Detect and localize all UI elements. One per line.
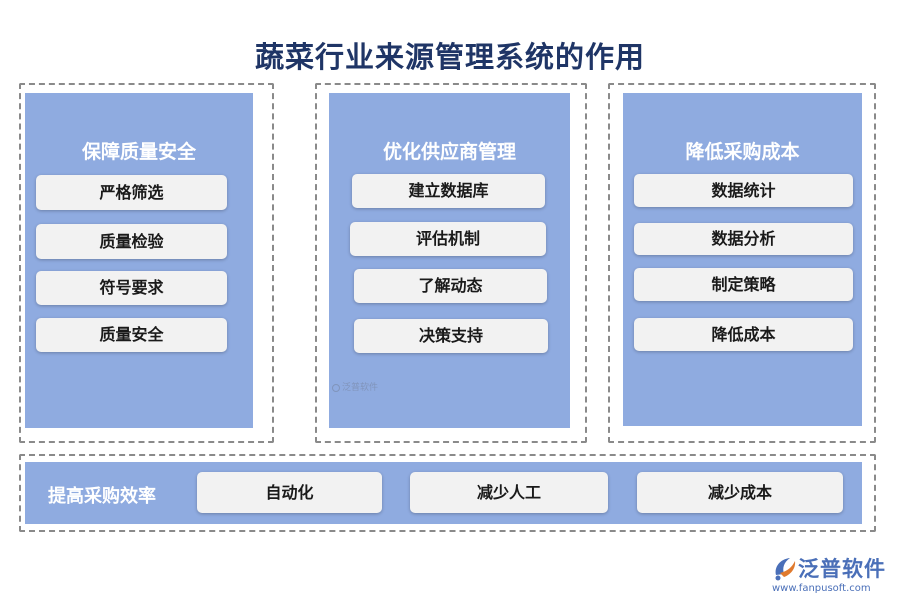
bottom-item-1[interactable]: 自动化 <box>197 472 382 513</box>
section-2-item-4[interactable]: 决策支持 <box>354 319 548 353</box>
section-1-item-4[interactable]: 质量安全 <box>36 318 227 352</box>
section-3-title: 降低采购成本 <box>685 141 800 163</box>
logo-url: www.fanpusoft.com <box>772 583 871 594</box>
section-2-item-2[interactable]: 评估机制 <box>350 222 546 256</box>
section-3-item-3[interactable]: 制定策略 <box>634 268 853 301</box>
section-3-item-4[interactable]: 降低成本 <box>634 318 853 351</box>
bottom-item-2[interactable]: 减少人工 <box>410 472 608 513</box>
section-2-item-3[interactable]: 了解动态 <box>354 269 547 303</box>
section-2-title: 优化供应商管理 <box>382 141 516 163</box>
page-title: 蔬菜行业来源管理系统的作用 <box>254 40 645 74</box>
watermark: 泛普软件 <box>332 380 378 393</box>
watermark-text: 泛普软件 <box>342 383 379 393</box>
watermark-icon <box>332 383 340 392</box>
section-2-frame <box>315 83 587 443</box>
bottom-frame <box>19 454 876 532</box>
section-1-frame <box>19 83 274 443</box>
section-1-panel: 保障质量安全 <box>25 93 253 428</box>
logo-name: 泛普软件 <box>798 557 886 581</box>
section-1-item-3[interactable]: 符号要求 <box>36 271 227 305</box>
section-1-item-1[interactable]: 严格筛选 <box>36 175 227 210</box>
section-3-item-2[interactable]: 数据分析 <box>634 223 853 255</box>
section-1-item-2[interactable]: 质量检验 <box>36 224 227 259</box>
brand-logo: 泛普软件 www.fanpusoft.com <box>770 553 895 597</box>
section-3-panel: 降低采购成本 <box>623 93 862 426</box>
section-3-item-1[interactable]: 数据统计 <box>634 174 853 207</box>
section-2-item-1[interactable]: 建立数据库 <box>352 174 545 208</box>
bottom-title: 提高采购效率 <box>48 486 156 507</box>
bottom-item-3[interactable]: 减少成本 <box>637 472 843 513</box>
section-3-frame <box>608 83 876 443</box>
fanpu-logo-icon <box>775 558 796 581</box>
section-1-title: 保障质量安全 <box>81 141 196 163</box>
section-2-panel: 优化供应商管理 <box>329 93 570 428</box>
